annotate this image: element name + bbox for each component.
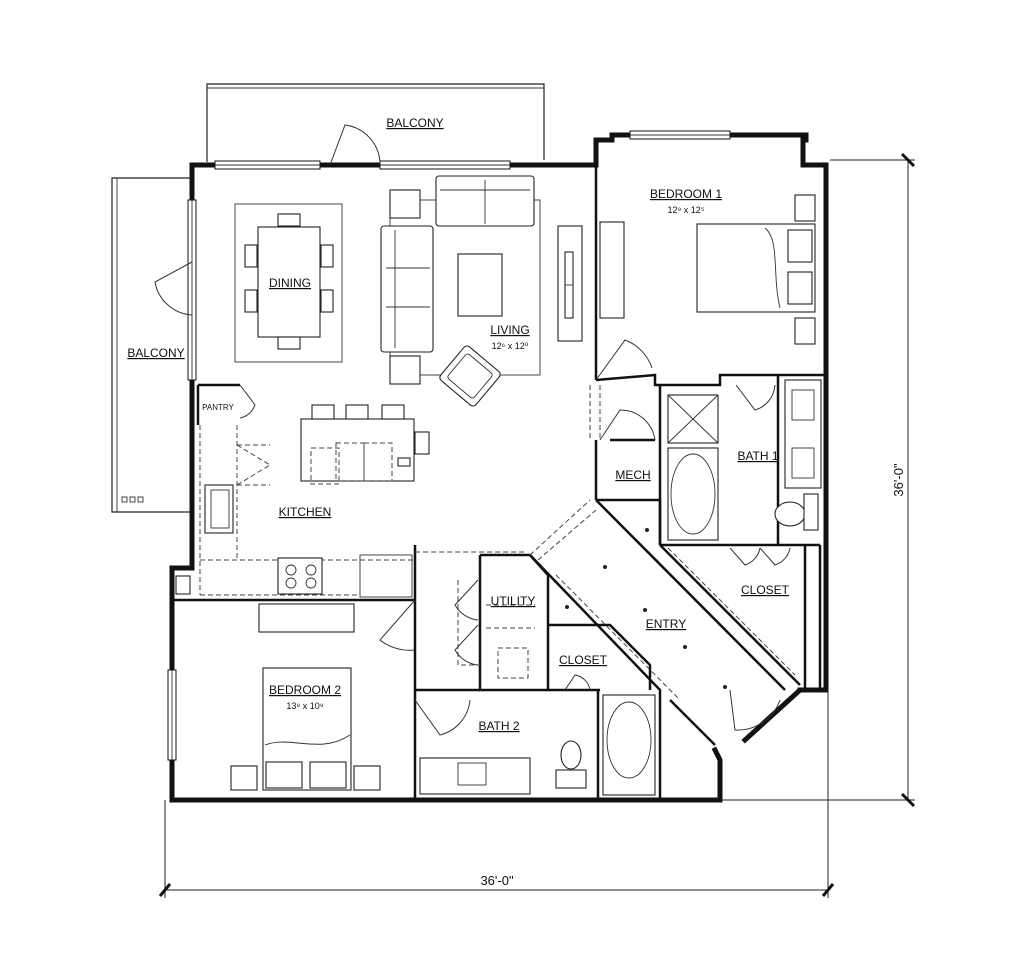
- label-balcony-top: BALCONY: [386, 116, 443, 130]
- label-bedroom2: BEDROOM 2: [269, 683, 341, 697]
- living-set: [380, 175, 583, 407]
- label-pantry: PANTRY: [202, 403, 234, 412]
- door-swings: [154, 124, 791, 736]
- dimension-height: 36'-0": [891, 463, 906, 497]
- dashed-lines: [199, 385, 796, 701]
- bedroom2-furniture: [230, 603, 381, 791]
- room-labels: BALCONY BALCONY BEDROOM 1 12⁹ x 12⁵ DINI…: [127, 116, 789, 733]
- balcony-top: [206, 83, 545, 162]
- dimension-labels: 36'-0" 36'-0": [480, 463, 906, 888]
- dimension-lines: [158, 152, 916, 898]
- label-balcony-left: BALCONY: [127, 346, 184, 360]
- kitchen-fixtures: [175, 404, 430, 598]
- bedroom1-furniture: [599, 194, 816, 345]
- balcony-left: [111, 177, 190, 513]
- label-mech: MECH: [615, 468, 650, 482]
- dining-set: [234, 203, 343, 363]
- label-dining: DINING: [269, 276, 311, 290]
- interior-walls: [172, 165, 826, 800]
- size-bedroom1: 12⁹ x 12⁵: [667, 205, 704, 215]
- label-kitchen: KITCHEN: [279, 505, 332, 519]
- entry-lights: [565, 528, 727, 689]
- label-living: LIVING: [490, 323, 529, 337]
- dimension-width: 36'-0": [480, 873, 514, 888]
- label-bedroom1: BEDROOM 1: [650, 187, 722, 201]
- label-closet2: CLOSET: [559, 653, 608, 667]
- label-bath1: BATH 1: [737, 449, 778, 463]
- label-entry: ENTRY: [646, 617, 686, 631]
- bath2-fixtures: [419, 694, 656, 796]
- label-closet1: CLOSET: [741, 583, 790, 597]
- label-bath2: BATH 2: [478, 719, 519, 733]
- size-living: 12⁶ x 12⁰: [492, 341, 529, 351]
- size-bedroom2: 13⁸ x 10⁹: [286, 701, 323, 711]
- exterior-walls: [167, 130, 829, 803]
- bath1-fixtures: [667, 379, 822, 541]
- label-utility: UTILITY: [491, 594, 536, 608]
